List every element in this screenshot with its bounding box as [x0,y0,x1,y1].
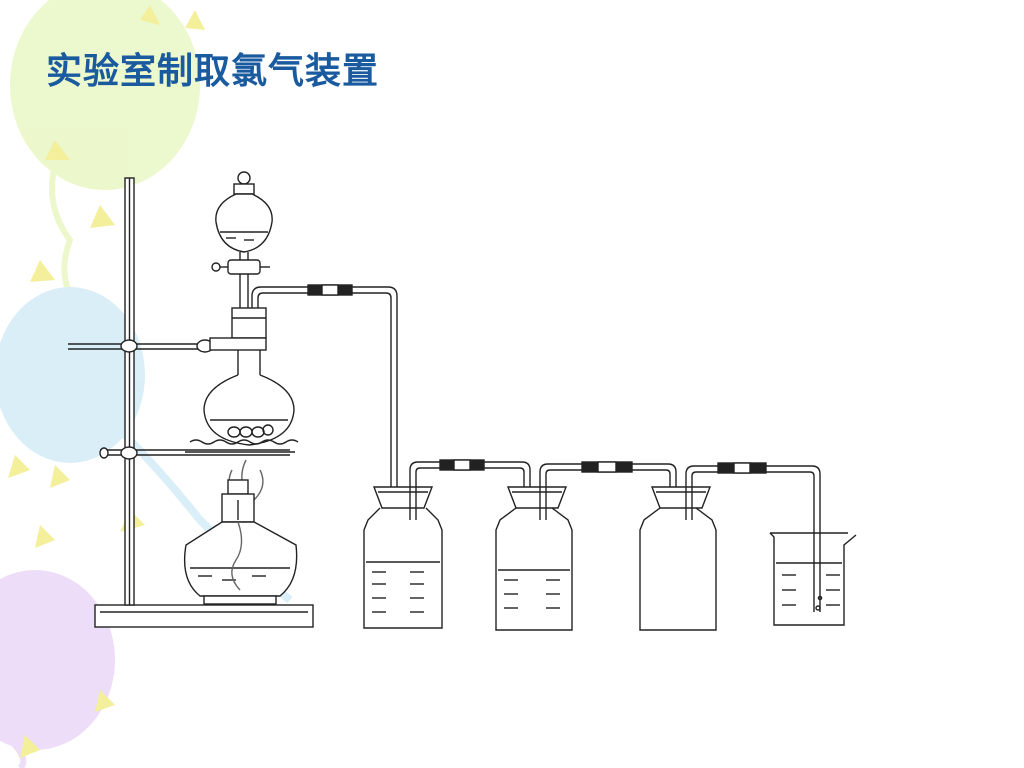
gas-washing-bottle-icon [639,486,717,631]
slide-title: 实验室制取氯气装置 [46,50,380,92]
delivery-tube [251,284,398,613]
beaker-icon [769,532,857,626]
gas-washing-bottle-icon [363,486,443,629]
round-bottom-flask-icon [189,374,299,446]
gas-washing-bottle-icon [495,486,573,631]
alcohol-lamp-icon [183,479,298,605]
star-decoration [8,5,205,758]
iron-stand-icon [68,177,314,628]
separatory-funnel-icon [211,171,273,310]
